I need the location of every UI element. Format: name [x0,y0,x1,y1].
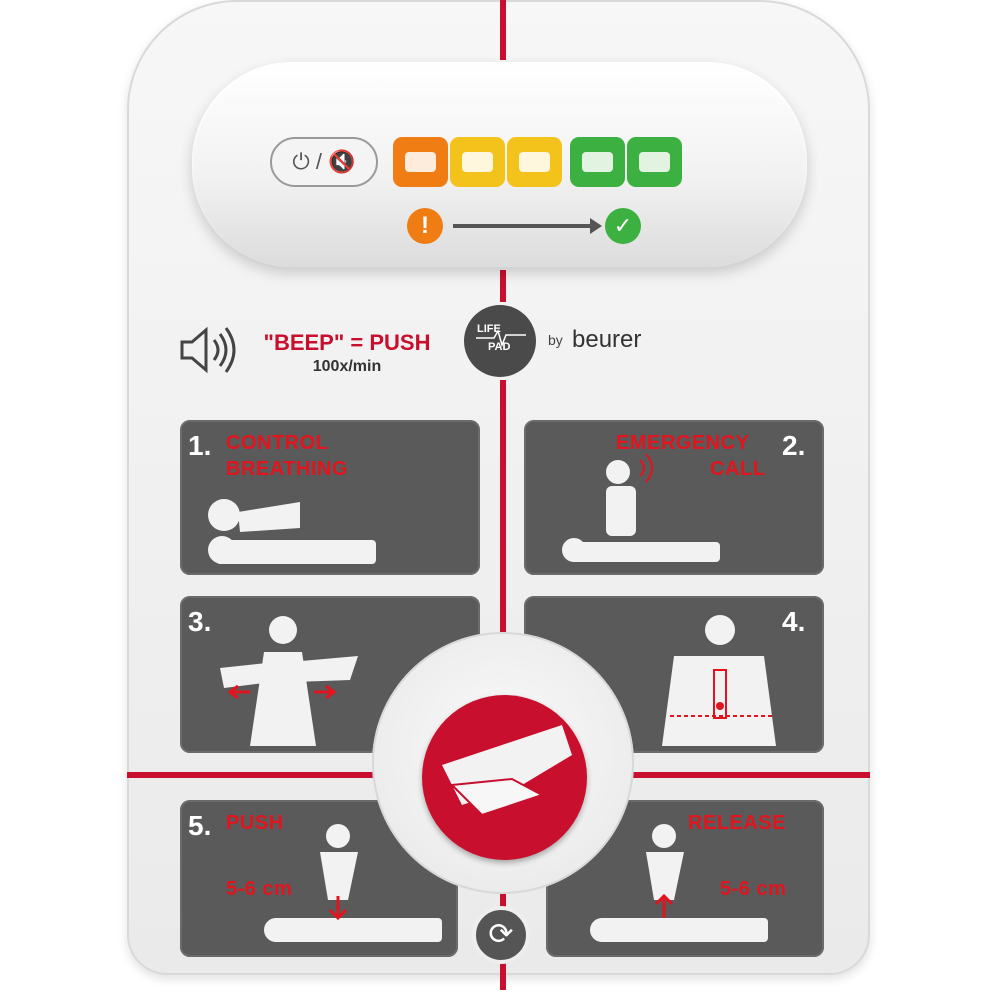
breathing-figure-icon [208,499,376,564]
release-figure-icon [590,824,768,942]
speaker-icon [180,326,236,374]
open-clothing-figure-icon [220,616,358,746]
center-line-top [500,0,506,60]
step-1-number: 1. [188,430,212,461]
warning-icon: ! [407,208,443,244]
step-1-text-1: CONTROL [226,432,329,454]
rate-label: 100x/min [312,358,382,375]
step-2-number: 2. [782,430,806,461]
step-4-number: 4. [782,606,806,637]
step-2-text-1: EMERGENCY [616,432,750,454]
logo-line1: LIFE [477,323,501,335]
led-4 [570,137,625,187]
step-3-number: 3. [188,606,212,637]
led-3 [507,137,562,187]
step-5-depth: 5-6 cm [226,878,293,900]
step-5-number: 5. [188,810,212,841]
center-line-mid [500,270,506,302]
chest-position-figure-icon [662,615,776,746]
led-1 [393,137,448,187]
compression-button[interactable] [422,695,587,860]
refresh-icon: ⟳ [472,906,530,964]
led-2 [450,137,505,187]
led-5 [627,137,682,187]
push-figure-icon [264,824,442,942]
step-2-text-2: CALL [710,458,766,480]
beep-push-label: "BEEP" = PUSH [263,330,431,355]
step-5-text: PUSH [226,812,284,834]
lifepad-logo: LIFE PAD [464,305,536,377]
step-2-panel: 2. EMERGENCY CALL [524,420,824,575]
release-depth: 5-6 cm [720,878,787,900]
power-mute-button[interactable]: ⏻ / 🔇 [270,137,378,187]
logo-line2: PAD [488,341,511,353]
step-1-text-2: BREATHING [226,458,348,480]
arrow-head [590,218,602,234]
emergency-call-figure-icon [562,453,720,562]
by-label: by [548,332,563,348]
progress-arrow [453,224,593,228]
brand-name: beurer [572,326,642,353]
release-text: RELEASE [688,812,786,834]
hands-icon [442,725,572,817]
power-mute-icon: ⏻ / 🔇 [292,149,356,174]
step-1-panel: 1. CONTROL BREATHING [180,420,480,575]
check-icon: ✓ [605,208,641,244]
